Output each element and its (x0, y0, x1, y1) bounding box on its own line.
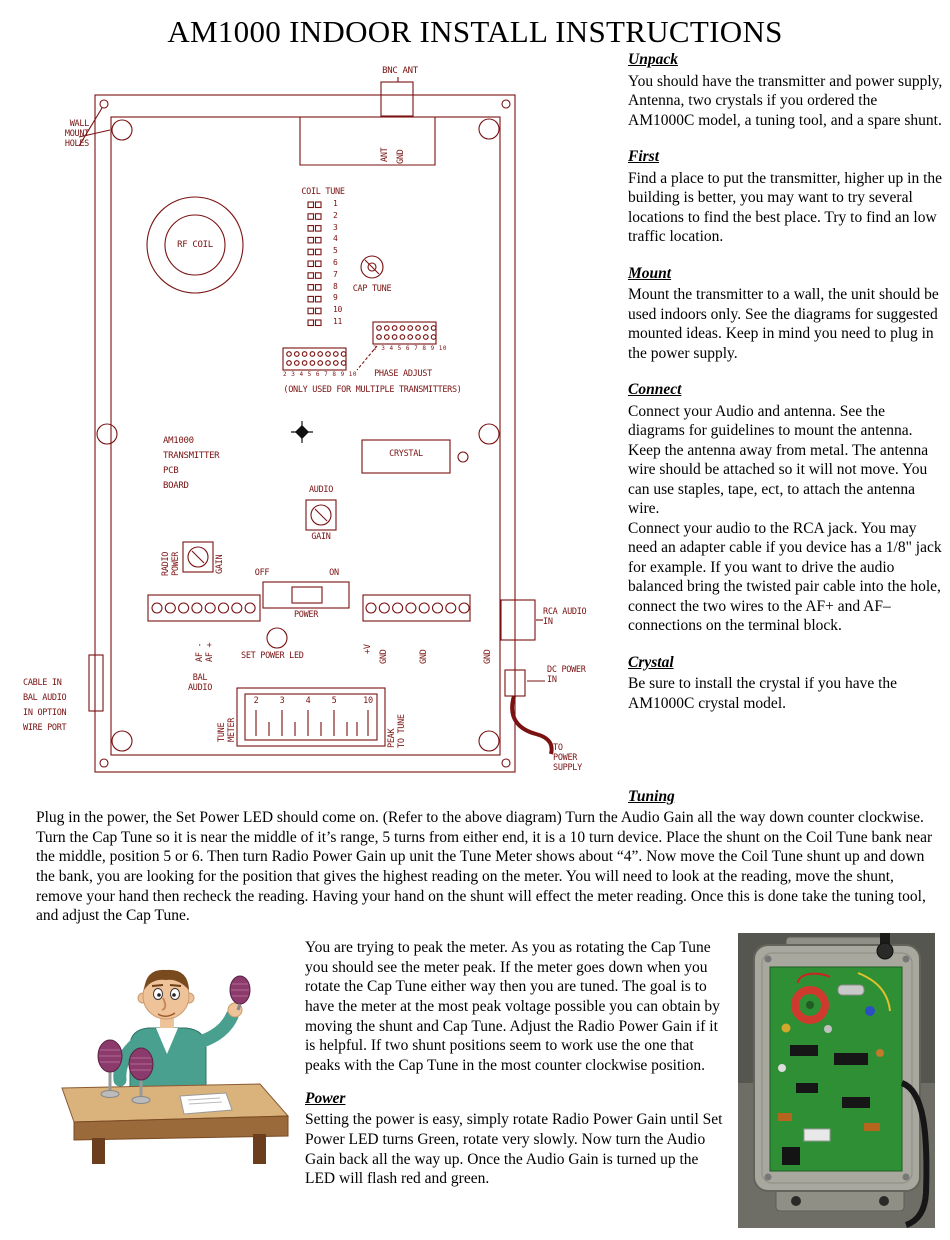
label-on: ON (329, 568, 339, 578)
label-coil-tune: COIL TUNE (301, 187, 345, 197)
section-body: You should have the transmitter and powe… (628, 72, 943, 129)
section-connect: Connect Connect your Audio and antenna. … (628, 380, 945, 636)
label-phase-pins-right: 2 3 4 5 6 7 8 9 10 (373, 345, 448, 352)
label-phase-pins-left: 2 3 4 5 6 7 8 9 10 (283, 371, 358, 378)
alignment-mark-icon (291, 421, 313, 443)
section-power: Power Setting the power is easy, simply … (305, 1089, 729, 1189)
instruction-column: Unpack You should have the transmitter a… (628, 50, 945, 730)
label-meter-10: 10 (363, 696, 373, 706)
label-af-terminals: AF - AF + (195, 642, 215, 662)
label-audio: AUDIO (308, 485, 334, 495)
label-meter-5: 5 (331, 696, 337, 706)
page-title: AM1000 INDOOR INSTALL INSTRUCTIONS (167, 14, 783, 49)
section-heading: Crystal (628, 653, 674, 671)
section-body: Connect your Audio and antenna. See the … (628, 402, 942, 635)
label-pcb-board: AM1000 TRANSMITTER PCB BOARD (163, 436, 220, 491)
label-gnd-top: GND (396, 149, 406, 164)
label-audio-gain: GAIN (311, 532, 331, 542)
label-meter-4: 4 (305, 696, 311, 706)
section-peak: You are trying to peak the meter. As you… (305, 938, 729, 1076)
label-peak-to-tune: PEAK TO TUNE (387, 714, 407, 748)
section-mount: Mount Mount the transmitter to a wall, t… (628, 264, 945, 364)
label-dc-power-in: DC POWER IN (547, 665, 586, 685)
label-tune-meter: TUNE METER (217, 717, 237, 742)
section-heading: Mount (628, 264, 672, 282)
section-heading: Unpack (628, 51, 678, 68)
section-body: Find a place to put the transmitter, hig… (628, 169, 943, 246)
label-bnc-ant: BNC ANT (382, 66, 418, 76)
label-phase-adjust: PHASE ADJUST (374, 369, 432, 379)
label-ant: ANT (380, 147, 390, 162)
bottom-text-column: You are trying to peak the meter. As you… (305, 938, 729, 1202)
label-set-power-led: SET POWER LED (241, 651, 304, 661)
label-cap-tune: CAP TUNE (352, 284, 392, 294)
label-coil-pin-numbers: 1 2 3 4 5 6 7 8 9 10 11 (333, 199, 343, 326)
label-off: OFF (254, 568, 270, 578)
diagram-linework (78, 77, 554, 773)
section-unpack: Unpack You should have the transmitter a… (628, 50, 945, 130)
section-crystal: Crystal Be sure to install the crystal i… (628, 653, 945, 714)
label-cable-port: CABLE IN BAL AUDIO IN OPTION WIRE PORT (23, 678, 67, 733)
transmitter-photo (738, 933, 935, 1228)
label-phase-note: (ONLY USED FOR MULTIPLE TRANSMITTERS) (283, 385, 462, 395)
label-radio-power: RADIO POWER (161, 551, 181, 576)
section-heading: First (628, 148, 660, 166)
label-wall-mount-holes: WALL MOUNT HOLES (64, 119, 89, 149)
label-gnd-2: GND (419, 649, 429, 664)
label-to-power-supply: TO POWER SUPPLY (553, 743, 582, 773)
section-body: You are trying to peak the meter. As you… (305, 939, 720, 1075)
label-radio-gain: GAIN (215, 554, 225, 574)
section-body: Setting the power is easy, simply rotate… (305, 1111, 723, 1188)
label-meter-3: 3 (279, 696, 285, 706)
section-body-tuning: Plug in the power, the Set Power LED sho… (36, 809, 933, 925)
label-rf-coil: RF COIL (177, 240, 213, 250)
cartoon-announcer-image (48, 938, 298, 1166)
section-heading: Power (305, 1089, 346, 1107)
label-crystal: CRYSTAL (389, 449, 423, 459)
label-meter-2: 2 (253, 696, 259, 706)
label-gnd-3: GND (483, 649, 493, 664)
label-bal-audio: BAL AUDIO (187, 673, 213, 693)
label-v-plus: +V (363, 644, 373, 654)
label-power-switch: POWER (293, 610, 319, 620)
transmitter-diagram: BNC ANT WALL MOUNT HOLES ANT GND COIL TU… (15, 60, 627, 790)
label-rca-audio-in: RCA AUDIO IN (543, 607, 587, 627)
section-heading-tuning: Tuning (628, 788, 675, 805)
label-gnd-1: GND (379, 649, 389, 664)
section-body: Mount the transmitter to a wall, the uni… (628, 286, 939, 362)
section-heading: Connect (628, 381, 682, 399)
section-first: First Find a place to put the transmitte… (628, 147, 945, 247)
section-body: Be sure to install the crystal if you ha… (628, 675, 898, 712)
